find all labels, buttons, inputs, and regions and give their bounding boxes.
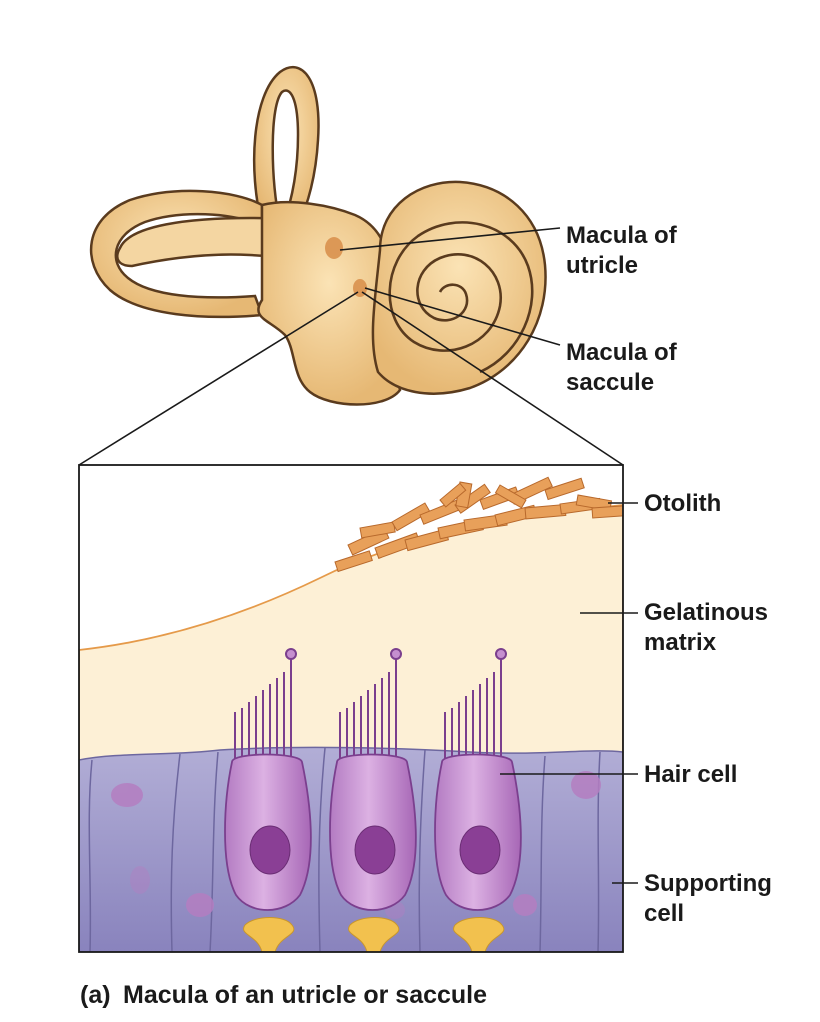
label-otolith: Otolith (644, 490, 721, 517)
hair-cell (329, 648, 417, 952)
inner-ear-illustration (89, 65, 547, 406)
caption-text: Macula of an utricle or saccule (123, 981, 487, 1009)
macula-of-utricle-patch (325, 237, 343, 259)
cochlea (371, 180, 547, 395)
caption-letter: (a) (80, 981, 111, 1009)
magnified-view (79, 465, 623, 952)
supporting-cell-outlines (88, 747, 601, 952)
label-macula-saccule-line1: Macula of (566, 339, 678, 366)
hair-cell (434, 648, 522, 952)
magnified-view-frame (78, 464, 624, 953)
cochlea-spiral (388, 221, 534, 374)
label-supporting-line2: cell (644, 900, 684, 927)
hair-cells (224, 648, 522, 952)
label-gelatinous-line2: matrix (644, 629, 717, 656)
label-macula-utricle-line2: utricle (566, 252, 638, 279)
label-hair-cell: Hair cell (644, 761, 737, 788)
label-macula-saccule-line2: saccule (566, 369, 654, 396)
leader-macula-utricle (339, 227, 561, 251)
figure-caption: (a) Macula of an utricle or saccule (80, 981, 487, 1009)
zoom-line-left (78, 291, 359, 466)
label-gelatinous-line1: Gelatinous (644, 599, 768, 626)
otolith-crystals (334, 476, 623, 573)
hair-cell (224, 648, 312, 952)
vestibule (257, 200, 402, 406)
label-macula-utricle-line1: Macula of (566, 222, 678, 249)
leader-macula-saccule (364, 287, 561, 346)
zoom-line-right (361, 291, 624, 466)
supporting-cell-nuclei (111, 771, 601, 919)
label-supporting-line1: Supporting (644, 870, 772, 897)
